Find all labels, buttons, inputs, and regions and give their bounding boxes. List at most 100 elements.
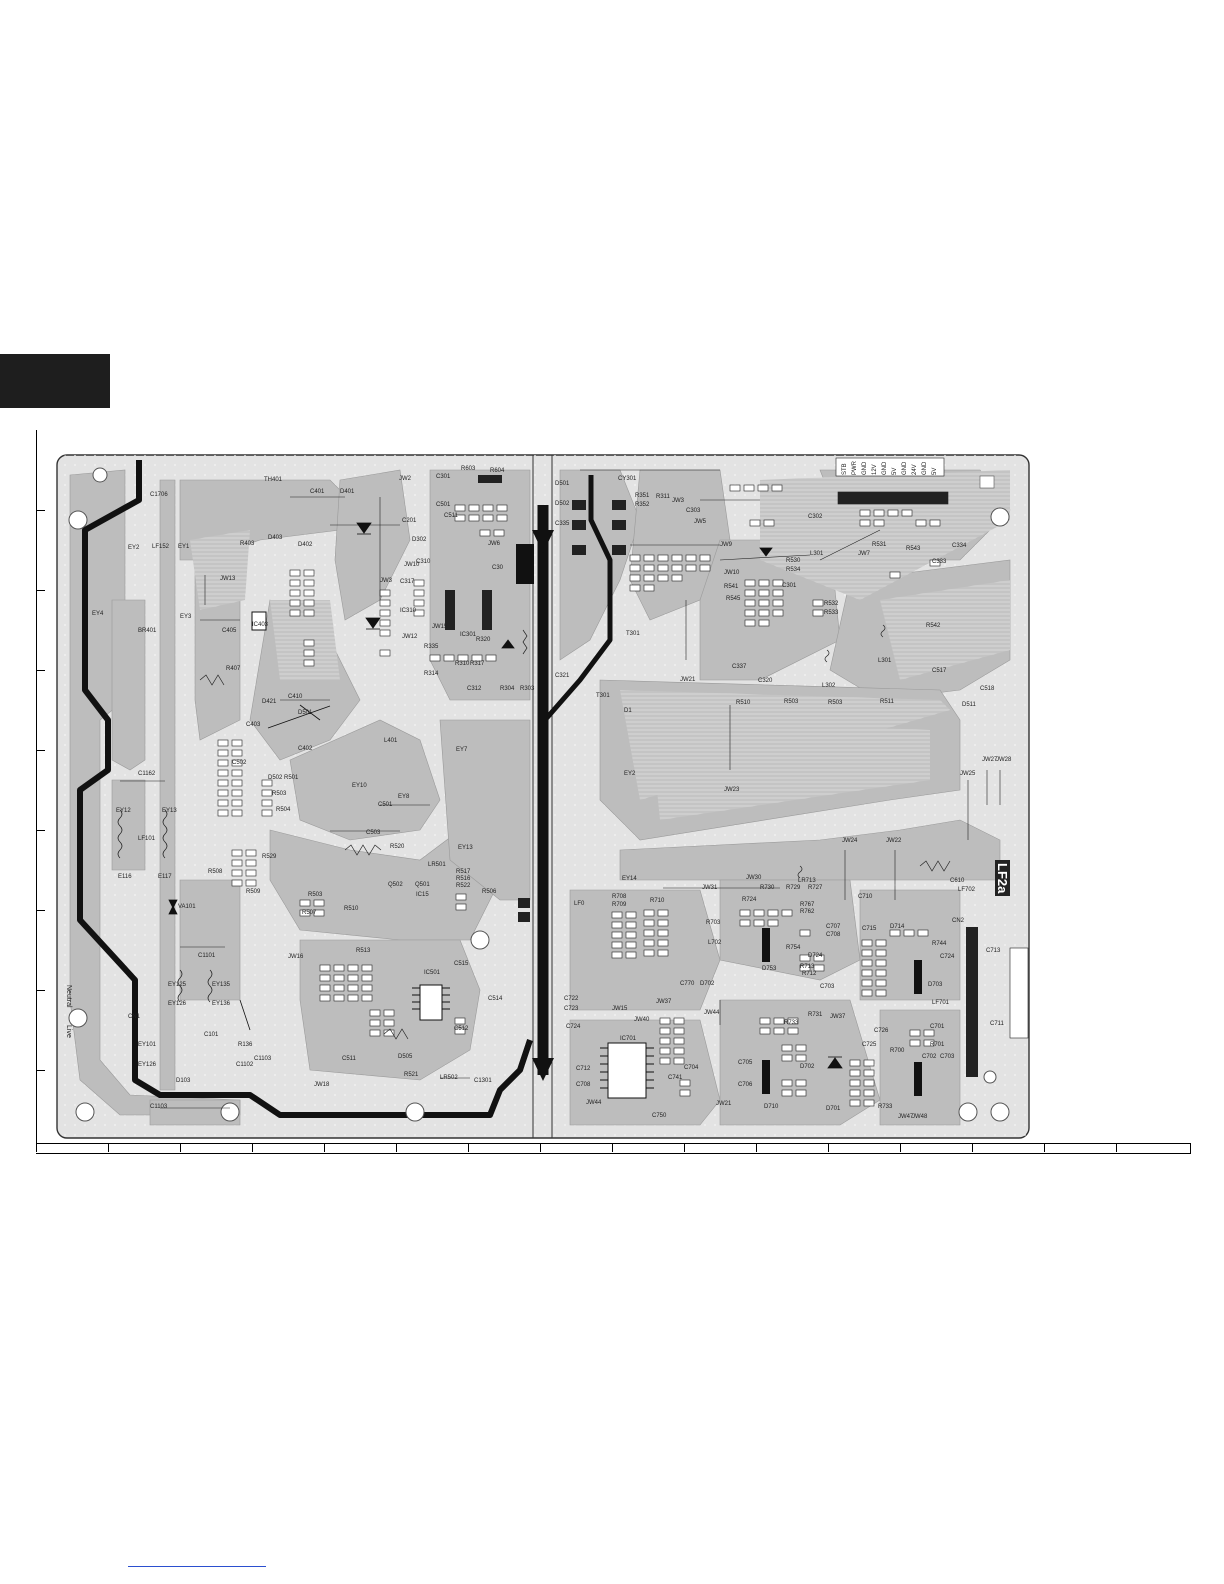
svg-text:EY10: EY10 xyxy=(352,783,367,789)
svg-text:R541: R541 xyxy=(724,584,739,590)
frame-tick xyxy=(108,1143,109,1152)
svg-text:LF702: LF702 xyxy=(958,887,976,893)
svg-text:EY125: EY125 xyxy=(168,982,187,988)
svg-text:R508: R508 xyxy=(208,869,223,875)
svg-text:D501: D501 xyxy=(298,710,313,716)
svg-text:5V: 5V xyxy=(932,468,938,475)
svg-text:D401: D401 xyxy=(340,489,355,495)
svg-text:R603: R603 xyxy=(461,466,476,472)
svg-text:R506: R506 xyxy=(482,889,497,895)
svg-text:R520: R520 xyxy=(390,844,405,850)
svg-text:5V: 5V xyxy=(892,468,898,475)
svg-text:D421: D421 xyxy=(262,699,277,705)
svg-text:EY8: EY8 xyxy=(398,794,410,800)
svg-text:EY4: EY4 xyxy=(92,611,104,617)
frame-vtick xyxy=(36,750,45,751)
svg-text:R703: R703 xyxy=(706,920,721,926)
frame-tick xyxy=(612,1143,613,1152)
svg-text:D511: D511 xyxy=(962,702,977,708)
inductors xyxy=(117,624,951,1040)
svg-text:R729: R729 xyxy=(786,885,801,891)
svg-text:C726: C726 xyxy=(874,1028,889,1034)
frame-tick xyxy=(756,1143,757,1152)
frame-tick xyxy=(252,1143,253,1152)
svg-text:C335: C335 xyxy=(555,521,570,527)
svg-text:R727: R727 xyxy=(808,885,823,891)
frame-vtick xyxy=(36,510,45,511)
svg-text:D502: D502 xyxy=(555,501,570,507)
svg-text:C401: C401 xyxy=(310,489,325,495)
svg-text:LR501: LR501 xyxy=(428,862,446,868)
svg-text:C201: C201 xyxy=(402,518,417,524)
svg-text:C320: C320 xyxy=(758,678,773,684)
svg-text:TH401: TH401 xyxy=(264,477,283,483)
svg-text:C302: C302 xyxy=(808,514,823,520)
smd-pads xyxy=(217,484,941,1107)
svg-text:EY13: EY13 xyxy=(458,845,473,851)
svg-text:JW30: JW30 xyxy=(746,875,762,881)
vertical-connector xyxy=(966,927,978,1077)
svg-text:L301: L301 xyxy=(878,658,892,664)
svg-text:D753: D753 xyxy=(762,966,777,972)
frame-tick xyxy=(468,1143,469,1152)
svg-text:C334: C334 xyxy=(952,543,967,549)
svg-text:IC701: IC701 xyxy=(620,1036,637,1042)
svg-text:GND: GND xyxy=(902,461,908,475)
svg-text:LR713: LR713 xyxy=(798,878,816,884)
svg-text:R531: R531 xyxy=(872,542,887,548)
svg-text:T301: T301 xyxy=(596,693,610,699)
svg-text:R522: R522 xyxy=(456,883,471,889)
svg-text:C403: C403 xyxy=(246,722,261,728)
svg-text:LF101: LF101 xyxy=(138,836,156,842)
svg-text:JW28: JW28 xyxy=(996,757,1012,763)
svg-text:C511: C511 xyxy=(342,1056,357,1062)
svg-text:C512: C512 xyxy=(454,1026,469,1032)
svg-text:D702: D702 xyxy=(700,981,715,987)
header-pin-labels: STB PWR GND 12V GND 5V GND 24V GND 5V xyxy=(842,460,938,475)
svg-text:IC501: IC501 xyxy=(424,970,441,976)
svg-text:C1103: C1103 xyxy=(254,1056,272,1062)
svg-text:C708: C708 xyxy=(576,1082,591,1088)
svg-text:R713: R713 xyxy=(800,964,815,970)
svg-text:C706: C706 xyxy=(738,1082,753,1088)
svg-text:T301: T301 xyxy=(626,631,640,637)
svg-text:R710: R710 xyxy=(650,898,665,904)
svg-text:JW37: JW37 xyxy=(656,999,672,1005)
svg-text:D403: D403 xyxy=(268,535,283,541)
board-side-marker: LF2a xyxy=(995,860,1010,897)
svg-text:LF0: LF0 xyxy=(574,901,585,907)
svg-text:JW27: JW27 xyxy=(982,757,998,763)
svg-text:PWR: PWR xyxy=(852,460,858,475)
svg-text:C723: C723 xyxy=(564,1006,579,1012)
svg-text:L401: L401 xyxy=(384,738,398,744)
svg-text:C317: C317 xyxy=(400,579,415,585)
svg-text:C1301: C1301 xyxy=(474,1078,492,1084)
svg-text:EY135: EY135 xyxy=(212,982,231,988)
svg-text:JW44: JW44 xyxy=(586,1100,602,1106)
svg-text:R503: R503 xyxy=(308,892,323,898)
svg-text:R534: R534 xyxy=(786,567,801,573)
svg-text:L702: L702 xyxy=(708,940,722,946)
svg-text:JW3: JW3 xyxy=(380,578,393,584)
svg-text:JW21: JW21 xyxy=(680,677,696,683)
footer-link-underline[interactable] xyxy=(128,1566,266,1567)
svg-text:R708: R708 xyxy=(612,894,627,900)
svg-text:R511: R511 xyxy=(880,699,895,705)
svg-text:C713: C713 xyxy=(986,948,1001,954)
svg-text:R733: R733 xyxy=(784,1020,799,1026)
frame-tick xyxy=(324,1143,325,1152)
svg-text:R604: R604 xyxy=(490,468,505,474)
svg-text:L302: L302 xyxy=(822,683,836,689)
svg-text:R744: R744 xyxy=(932,941,947,947)
svg-text:R403: R403 xyxy=(240,541,255,547)
svg-text:R501: R501 xyxy=(284,775,299,781)
svg-text:JW5: JW5 xyxy=(694,519,707,525)
svg-text:D103: D103 xyxy=(176,1078,191,1084)
svg-text:C1706: C1706 xyxy=(150,492,168,498)
svg-text:JW2: JW2 xyxy=(399,476,412,482)
svg-text:R503: R503 xyxy=(272,791,287,797)
svg-text:C704: C704 xyxy=(684,1065,699,1071)
svg-text:JW44: JW44 xyxy=(704,1010,720,1016)
frame-vtick xyxy=(36,910,45,911)
svg-text:R510: R510 xyxy=(736,700,751,706)
